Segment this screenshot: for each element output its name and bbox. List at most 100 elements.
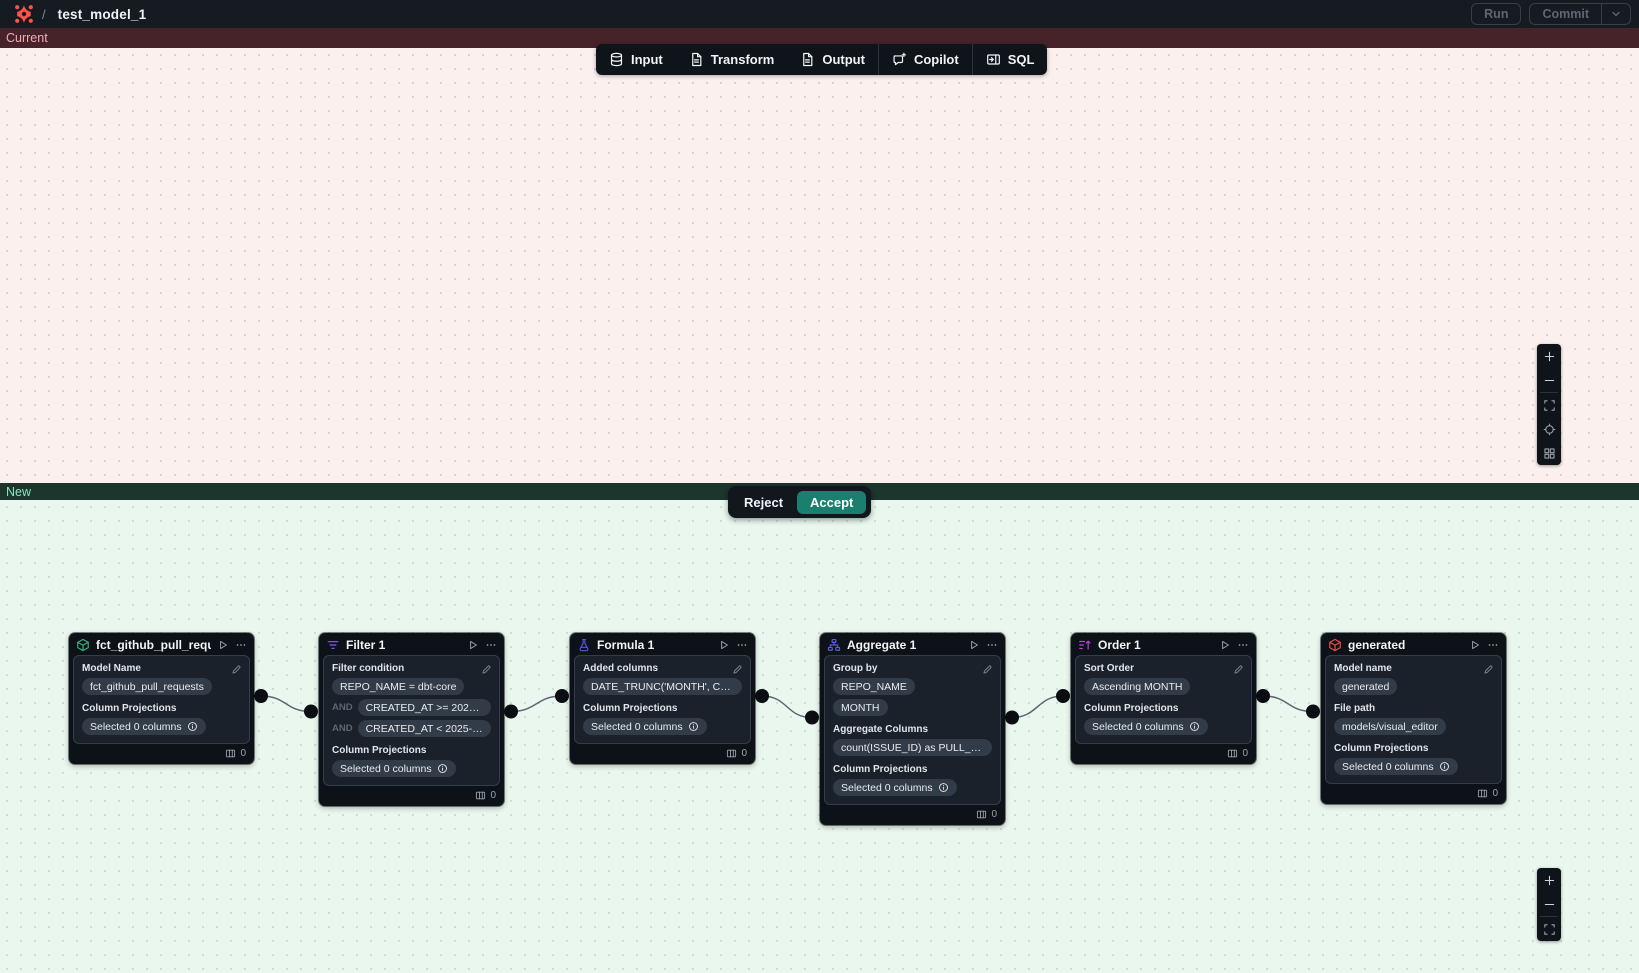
value-pill[interactable]: generated [1334, 678, 1398, 695]
info-icon [1439, 761, 1450, 772]
controls-divider [1540, 392, 1558, 393]
columns-icon [225, 748, 236, 759]
node-row-count: 0 [820, 805, 1005, 825]
node-header[interactable]: Formula 1 [570, 633, 755, 655]
value-pill[interactable]: Selected 0 columns [82, 718, 206, 735]
locate-button[interactable] [1537, 417, 1561, 441]
fit-view [1543, 923, 1556, 936]
node-menu-button[interactable] [986, 639, 998, 651]
value-pill[interactable]: MONTH [833, 699, 888, 716]
edit-pencil-button[interactable] [982, 662, 993, 680]
value-pill[interactable]: Selected 0 columns [833, 779, 957, 796]
value-pill[interactable]: CREATED_AT < 2025-03-01 [357, 720, 491, 737]
toolbar-item-input[interactable]: Input [596, 44, 676, 75]
value-pill[interactable]: Ascending MONTH [1084, 678, 1191, 695]
value-pill[interactable]: REPO_NAME = dbt-core [332, 678, 465, 695]
node-header[interactable]: Filter 1 [319, 633, 504, 655]
pill-text: REPO_NAME [841, 680, 907, 693]
value-pill[interactable]: Selected 0 columns [583, 718, 707, 735]
edit-pencil-button[interactable] [732, 662, 743, 680]
canvas-current[interactable] [0, 48, 1639, 483]
sort-icon [1078, 638, 1092, 652]
pill-row: fct_github_pull_requests [82, 678, 241, 695]
node-header[interactable]: Aggregate 1 [820, 633, 1005, 655]
node-fct-github-pull-requests[interactable]: fct_github_pull_requests Model Namefct_g… [69, 633, 254, 764]
node-menu-button[interactable] [485, 639, 497, 651]
sitemap-icon [827, 638, 841, 652]
pill-text: fct_github_pull_requests [90, 680, 204, 693]
info-icon [1189, 721, 1200, 732]
fit-view-button[interactable] [1537, 393, 1561, 417]
zoom-in-button[interactable] [1537, 868, 1561, 892]
value-pill[interactable]: fct_github_pull_requests [82, 678, 212, 695]
pill-row: Selected 0 columns [1084, 718, 1243, 735]
run-button[interactable]: Run [1471, 3, 1522, 25]
value-pill[interactable]: models/visual_editor [1334, 718, 1446, 735]
dbt-logo-icon[interactable] [14, 4, 34, 24]
zoom-in-button[interactable] [1537, 344, 1561, 368]
node-run-button[interactable] [467, 639, 479, 651]
toolbar-separator [971, 44, 973, 75]
accept-button[interactable]: Accept [797, 490, 867, 514]
columns-icon [475, 790, 486, 801]
model-cube-icon [76, 638, 90, 652]
pill-text: count(ISSUE_ID) as PULL_REQUEST_… [841, 741, 984, 754]
toolbar-item-label: SQL [1007, 52, 1035, 67]
node-menu-button[interactable] [736, 639, 748, 651]
node-run-button[interactable] [1469, 639, 1481, 651]
reject-button[interactable]: Reject [744, 494, 784, 510]
current-section-bar: Current [0, 28, 1639, 48]
section-label: Filter condition [332, 663, 405, 674]
node-header[interactable]: fct_github_pull_requests [69, 633, 254, 655]
value-pill[interactable]: count(ISSUE_ID) as PULL_REQUEST_… [833, 739, 992, 756]
commit-button[interactable]: Commit [1542, 7, 1589, 21]
value-pill[interactable]: Selected 0 columns [1084, 718, 1208, 735]
section-label: Column Projections [583, 703, 678, 714]
toolbar-item-transform[interactable]: Transform [676, 44, 788, 75]
node-run-button[interactable] [968, 639, 980, 651]
edit-pencil-button[interactable] [1483, 662, 1494, 680]
toolbar-item-output[interactable]: Output [787, 44, 878, 75]
fit-view-button[interactable] [1537, 917, 1561, 941]
value-pill[interactable]: Selected 0 columns [332, 760, 456, 777]
edit-pencil-button[interactable] [481, 662, 492, 680]
node-menu-button[interactable] [1237, 639, 1249, 651]
value-pill[interactable]: Selected 0 columns [1334, 758, 1458, 775]
node-run-button[interactable] [718, 639, 730, 651]
pill-text: Selected 0 columns [340, 762, 432, 775]
toolbar-item-label: Input [631, 52, 663, 67]
node-run-button[interactable] [217, 639, 229, 651]
node-header[interactable]: generated [1321, 633, 1506, 655]
node-run-button[interactable] [1219, 639, 1231, 651]
section-label: Aggregate Columns [833, 724, 929, 735]
edit-pencil-button[interactable] [231, 662, 242, 680]
model-cube-icon [1328, 638, 1342, 652]
value-pill[interactable]: DATE_TRUNC('MONTH', CREATED_AT… [583, 678, 742, 695]
value-pill[interactable]: REPO_NAME [833, 678, 915, 695]
toolbar-item-sql[interactable]: SQL [973, 44, 1048, 75]
commit-options-button[interactable] [1601, 4, 1630, 24]
fit-view [1543, 399, 1556, 412]
toolbar-item-copilot[interactable]: Copilot [879, 44, 972, 75]
commit-split-button[interactable]: Commit [1529, 3, 1631, 25]
edit-pencil-button[interactable] [1233, 662, 1244, 680]
zoom-out-button[interactable] [1537, 368, 1561, 392]
node-header[interactable]: Order 1 [1071, 633, 1256, 655]
minimap-button[interactable] [1537, 441, 1561, 465]
pill-text: Selected 0 columns [1342, 760, 1434, 773]
value-pill[interactable]: CREATED_AT >= 2024-12-01 [357, 699, 491, 716]
node-menu-button[interactable] [235, 639, 247, 651]
node-menu-button[interactable] [1487, 639, 1499, 651]
zoom-out-button[interactable] [1537, 892, 1561, 916]
node-row-count: 0 [319, 786, 504, 806]
pill-row: REPO_NAME [833, 678, 992, 695]
canvas-controls-current [1537, 344, 1561, 465]
